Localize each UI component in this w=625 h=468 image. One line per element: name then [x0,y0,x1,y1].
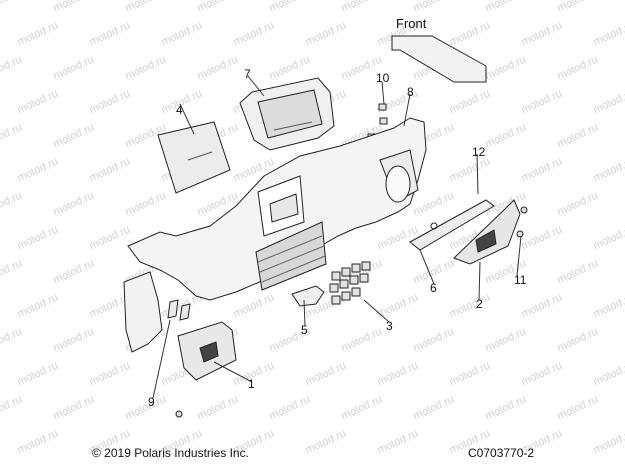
front-label: Front [396,16,427,31]
part-2-kick-panel [453,199,521,265]
callout-11: 11 [514,273,527,287]
callout-2: 2 [476,297,483,311]
callout-12: 12 [472,145,486,159]
callout-5: 5 [301,323,308,337]
part-5-bracket [291,285,325,307]
callout-4: 4 [176,103,183,117]
callout-1: 1 [248,377,255,391]
part-10-clip [378,103,387,111]
front-arrow-icon [391,35,487,83]
part-9-bracket [123,271,163,353]
callout-8: 8 [407,85,414,99]
callout-9: 9 [148,395,155,409]
callout-6: 6 [430,281,437,295]
callout-7: 7 [244,67,251,81]
part-3-vents [329,261,371,305]
callout-3: 3 [386,319,393,333]
figure-id: C0703770-2 [468,446,535,460]
callout-10: 10 [376,71,390,85]
part-6-rail [409,199,495,251]
copyright-text: © 2019 Polaris Industries Inc. [92,446,249,460]
